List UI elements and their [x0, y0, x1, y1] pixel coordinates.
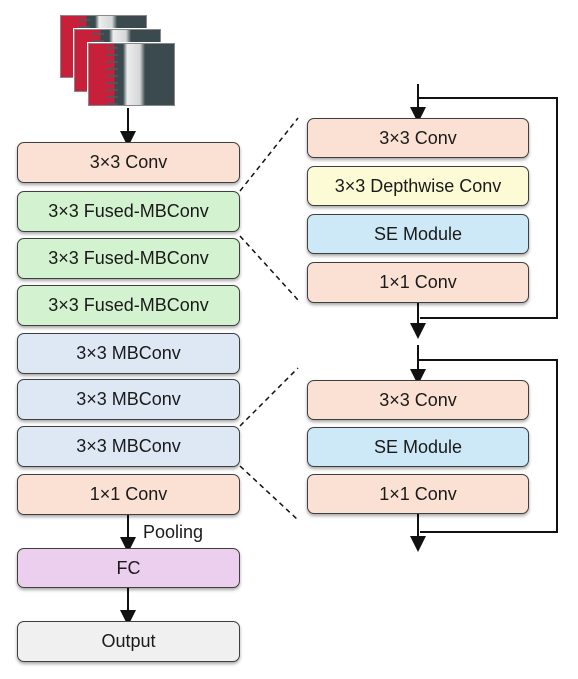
zoom-line-mb-bottom — [239, 465, 299, 521]
fused-detail-conv1x1: 1×1 Conv — [307, 262, 529, 303]
fused-detail-se-module: SE Module — [307, 214, 529, 254]
fused-mbconv-block-3: 3×3 Fused-MBConv — [17, 285, 240, 326]
fused-detail-depthwise: 3×3 Depthwise Conv — [307, 166, 529, 206]
fused-detail-skip — [418, 97, 558, 319]
fused-mbconv-block-1: 3×3 Fused-MBConv — [17, 191, 240, 232]
input-image-1 — [88, 43, 175, 106]
mbconv-block-3: 3×3 MBConv — [17, 426, 240, 467]
head-conv-block: 1×1 Conv — [17, 474, 240, 515]
output-block: Output — [17, 621, 240, 662]
mb-detail-conv3x3: 3×3 Conv — [307, 380, 529, 420]
mbconv-block-2: 3×3 MBConv — [17, 379, 240, 420]
stem-conv-block: 3×3 Conv — [17, 142, 240, 183]
mb-detail-skip — [418, 359, 558, 533]
zoom-line-fused-top — [239, 117, 299, 192]
mbconv-block-1: 3×3 MBConv — [17, 333, 240, 374]
mb-detail-conv1x1: 1×1 Conv — [307, 474, 529, 514]
fused-mbconv-block-2: 3×3 Fused-MBConv — [17, 238, 240, 279]
fc-block: FC — [17, 548, 240, 588]
zoom-line-mb-top — [239, 367, 299, 427]
zoom-line-fused-bottom — [239, 235, 299, 301]
fused-detail-conv3x3: 3×3 Conv — [307, 118, 529, 158]
mb-detail-se-module: SE Module — [307, 427, 529, 467]
pooling-label: Pooling — [143, 522, 204, 542]
